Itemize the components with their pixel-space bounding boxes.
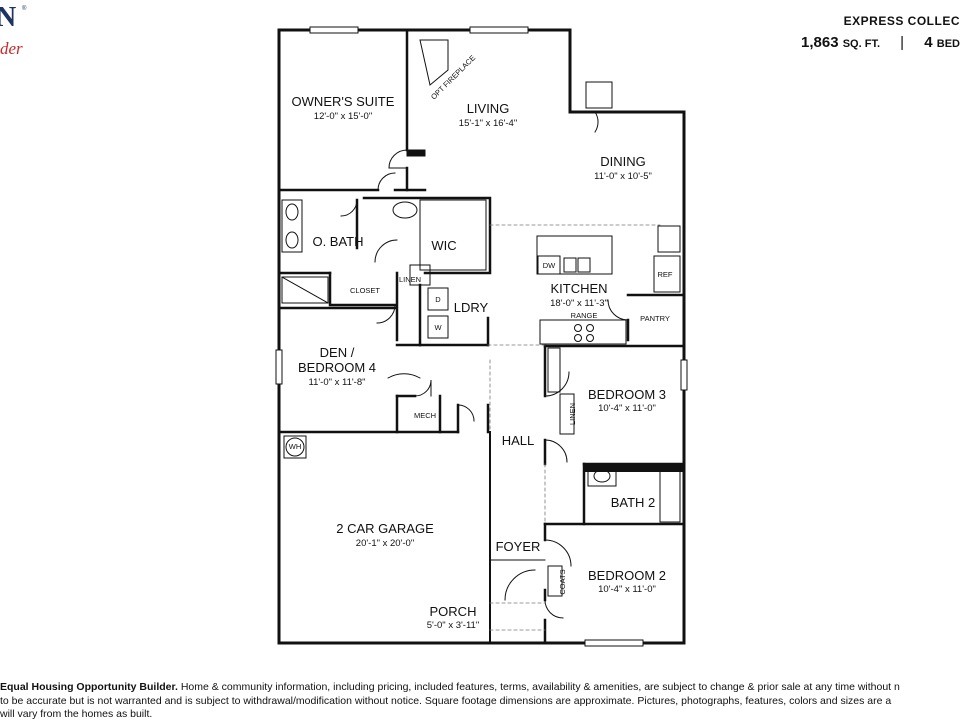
disclaimer-text-1: Home & community information, including … [177, 681, 900, 693]
opt-fireplace-label: OPT FIREPLACE [429, 53, 477, 101]
pantry-label: PANTRY [640, 314, 670, 323]
bath2-label: BATH 2 [611, 495, 656, 510]
den-dim: 11'-0" x 11'-8" [308, 377, 365, 388]
room-labels: OWNER'S SUITE 12'-0" x 15'-0" LIVING 15'… [289, 53, 673, 631]
closet-label: CLOSET [350, 286, 380, 295]
beds-value: 4 [924, 34, 933, 51]
dining-dim: 11'-0" x 10'-5" [594, 171, 652, 182]
garage-label: 2 CAR GARAGE [336, 521, 434, 536]
dryer-label: D [435, 295, 441, 304]
porch-dim: 5'-0" x 3'-11" [427, 620, 479, 631]
bedroom2-dim: 10'-4" x 11'-0" [598, 584, 656, 595]
kitchen-dim: 18'-0" x 11'-3" [550, 298, 608, 309]
ref-label: REF [658, 270, 673, 279]
bedroom3-dim: 10'-4" x 11'-0" [598, 403, 656, 414]
dw-label: DW [543, 261, 556, 270]
stats-separator: | [900, 34, 905, 51]
dining-label: DINING [600, 154, 646, 169]
plan-stats: 1,863 SQ. FT. | 4 BED [801, 34, 960, 51]
sqft-value: 1,863 [801, 34, 839, 51]
linen2-label: LINEN [568, 403, 577, 425]
disclaimer-line-3: will vary from the homes as built. [0, 708, 153, 720]
logo-mark: N [0, 2, 17, 33]
sqft-unit: SQ. FT. [842, 38, 880, 50]
fixtures [281, 39, 684, 597]
living-label: LIVING [467, 101, 510, 116]
owners-suite-dim: 12'-0" x 15'-0" [314, 111, 372, 122]
hall-label: HALL [502, 433, 535, 448]
linen-label: LINEN [399, 275, 421, 284]
den-label-line1: DEN / [320, 345, 355, 360]
disclaimer-lead: Equal Housing Opportunity Builder. [0, 681, 178, 693]
foyer-label: FOYER [496, 539, 541, 554]
beds-unit: BED [936, 38, 960, 50]
coats-label: COATS [558, 569, 567, 594]
door-swings [340, 111, 629, 619]
bedroom3-label: BEDROOM 3 [588, 387, 666, 402]
dashed-openings [487, 224, 661, 631]
disclaimer-line-1: Equal Housing Opportunity Builder. Home … [0, 681, 960, 695]
living-dim: 15'-1" x 16'-4" [459, 118, 517, 129]
registered-mark: ® [22, 6, 27, 12]
logo-script: der [0, 39, 23, 58]
mech-label: MECH [414, 411, 436, 420]
kitchen-label: KITCHEN [550, 281, 607, 296]
water-heater-label: WH [289, 442, 302, 451]
windows [275, 26, 688, 647]
den-label-line2: BEDROOM 4 [298, 360, 376, 375]
wic-label: WIC [431, 238, 456, 253]
bedroom2-label: BEDROOM 2 [588, 568, 666, 583]
interior-walls [277, 28, 686, 645]
porch-label: PORCH [430, 604, 477, 619]
o-bath-label: O. BATH [312, 234, 363, 249]
legal-disclaimer: Equal Housing Opportunity Builder. Home … [0, 681, 960, 722]
garage-dim: 20'-1" x 20'-0" [356, 538, 414, 549]
range-label: RANGE [571, 311, 598, 320]
disclaimer-line-2: to be accurate but is not warranted and … [0, 694, 892, 707]
plan-series-title: EXPRESS COLLEC [843, 14, 960, 28]
washer-label: W [434, 323, 442, 332]
owners-suite-label: OWNER'S SUITE [292, 94, 395, 109]
laundry-label: LDRY [454, 300, 489, 315]
